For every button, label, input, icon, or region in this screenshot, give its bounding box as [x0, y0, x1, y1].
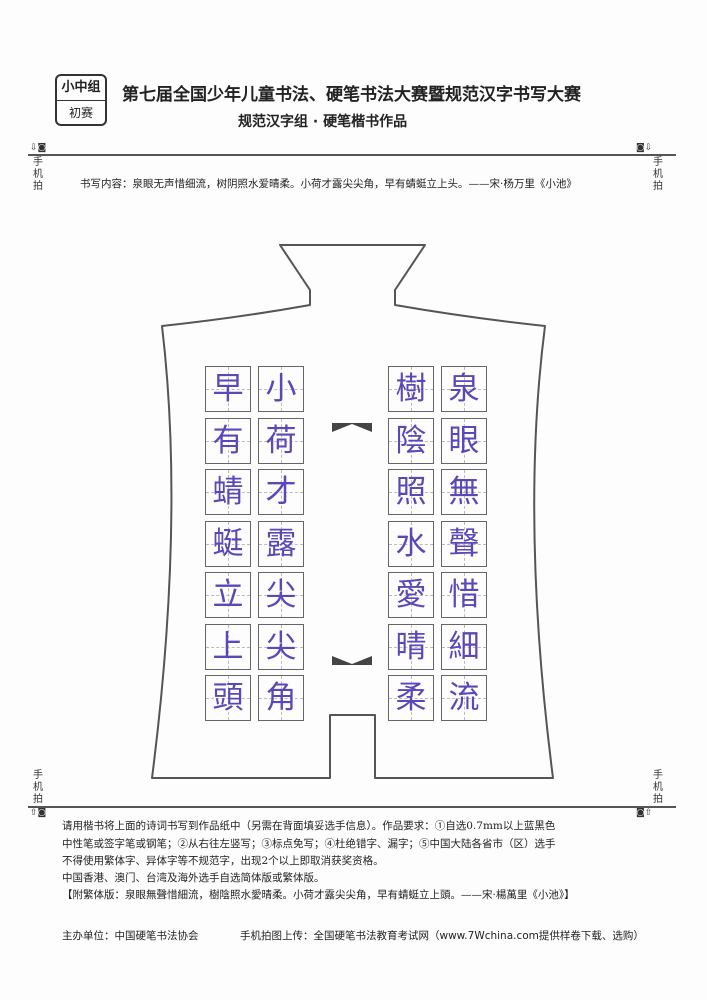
grid-cell: 眼 — [441, 418, 487, 464]
corner-label-bottom-left: 手机拍 — [33, 770, 43, 805]
grid-cell: 早 — [205, 366, 251, 412]
grid-cell: 有 — [205, 418, 251, 464]
grid-cell: 小 — [258, 366, 304, 412]
grid-cell: 蜻 — [205, 469, 251, 515]
group-badge: 小中组 初赛 — [55, 74, 107, 126]
requirements-line: 中性笔或签字笔或钢笔；②从右往左竖写；③标点免写；④杜绝错字、漏字；⑤中国大陆各… — [62, 838, 556, 850]
grid-cell: 細 — [441, 624, 487, 670]
grid-cell: 立 — [205, 572, 251, 618]
camera-icon: ⇩◙ — [30, 143, 47, 153]
bottom-marker-icon — [332, 656, 372, 665]
badge-round-label: 初赛 — [68, 106, 93, 120]
grid-cell: 流 — [441, 675, 487, 721]
camera-icon: ◙⇩ — [636, 143, 653, 153]
camera-icon: ⇧◙ — [30, 808, 47, 818]
grid-cell: 愛 — [388, 572, 434, 618]
grid-cell: 荷 — [258, 418, 304, 464]
camera-icon: ◙⇧ — [636, 808, 653, 818]
requirements-line: 不得使用繁体字、异体字等不规范字，出现2个以上即取消获奖资格。 — [62, 855, 384, 867]
grid-cell: 惜 — [441, 572, 487, 618]
grid-cell: 泉 — [441, 366, 487, 412]
grid-cell: 陰 — [388, 418, 434, 464]
grid-cell: 聲 — [441, 521, 487, 567]
corner-label-top-left: 手机拍 — [33, 157, 43, 192]
page-subtitle: 规范汉字组 · 硬笔楷书作品 — [238, 114, 408, 130]
bottom-divider — [28, 806, 676, 808]
badge-group-label: 小中组 — [57, 76, 105, 101]
grid-cell: 水 — [388, 521, 434, 567]
requirements-line: 请用楷书将上面的诗词书写到作品纸中（另需在背面填妥选手信息）。作品要求：①自选0… — [62, 820, 556, 832]
grid-cell: 照 — [388, 469, 434, 515]
grid-cell: 無 — [441, 469, 487, 515]
traditional-version-note: 【附繁体版：泉眼無聲惜細流，樹陰照水愛晴柔。小荷才露尖尖角，早有蜻蜓立上頭。——… — [62, 889, 575, 901]
grid-cell: 樹 — [388, 366, 434, 412]
grid-cell: 尖 — [258, 624, 304, 670]
grid-cell: 柔 — [388, 675, 434, 721]
grid-cell: 頭 — [205, 675, 251, 721]
page-title: 第七届全国少年儿童书法、硬笔书法大赛暨规范汉字书写大赛 — [122, 85, 581, 105]
grid-cell: 蜓 — [205, 521, 251, 567]
writing-content: 书写内容：泉眼无声惜细流，树阴照水爱晴柔。小荷才露尖尖角，早有蜻蜓立上头。——宋… — [80, 178, 577, 190]
organizer-text: 主办单位：中国硬笔书法协会 — [62, 930, 199, 942]
top-divider — [28, 154, 676, 156]
requirements-line: 中国香港、澳门、台湾及海外选手自选简体版或繁体版。 — [62, 872, 325, 884]
grid-cell: 才 — [258, 469, 304, 515]
top-marker-icon — [332, 423, 372, 432]
grid-cell: 晴 — [388, 624, 434, 670]
grid-cell: 尖 — [258, 572, 304, 618]
grid-cell: 角 — [258, 675, 304, 721]
corner-label-bottom-right: 手机拍 — [653, 770, 663, 805]
grid-cell: 上 — [205, 624, 251, 670]
upload-info-text: 手机拍图上传：全国硬笔书法教育考试网（www.7Wchina.com提供样卷下载… — [240, 930, 644, 942]
corner-label-top-right: 手机拍 — [653, 157, 663, 192]
grid-cell: 露 — [258, 521, 304, 567]
